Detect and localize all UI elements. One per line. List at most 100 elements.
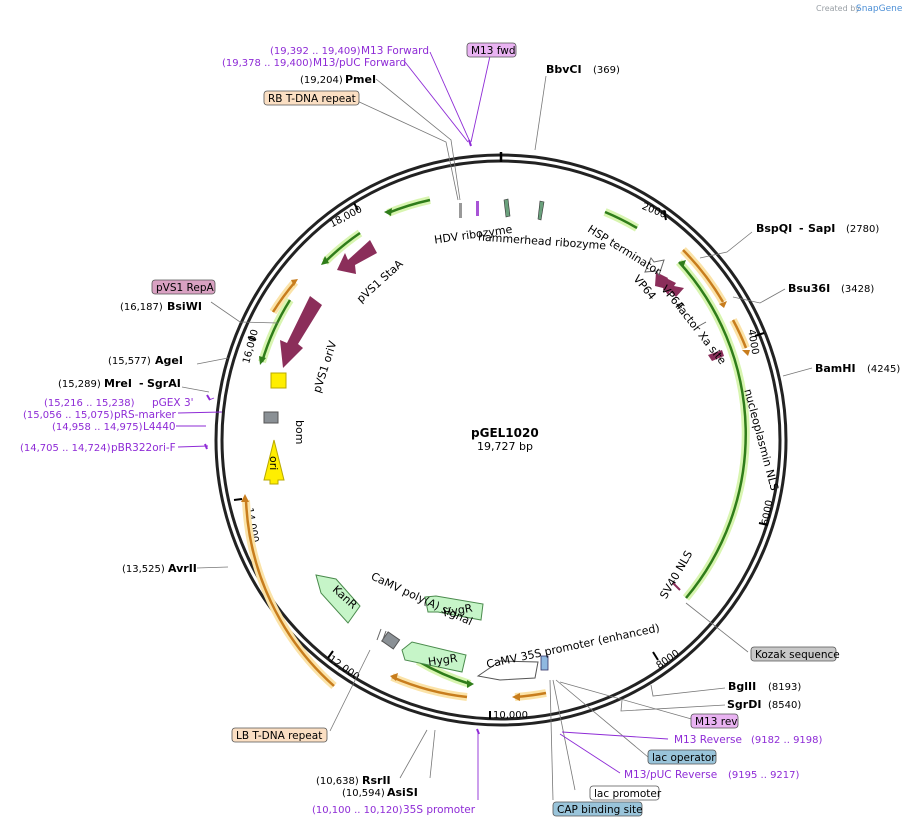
orange-arc-bottom-1-arrowhead bbox=[390, 673, 398, 681]
large-feature-arrowhead[interactable] bbox=[679, 260, 686, 268]
hammerhead-ribozyme-marker-2[interactable] bbox=[537, 200, 545, 221]
pvs1-oriv-arrow[interactable] bbox=[280, 296, 322, 368]
box-kozak[interactable]: Kozak sequence bbox=[750, 646, 840, 662]
primer-m13puc-fwd-pos: (19,378 .. 19,400) bbox=[222, 58, 313, 69]
enzyme-agei-pos: (15,577) bbox=[108, 356, 151, 367]
box-lac-promoter-label: lac promoter bbox=[594, 788, 662, 800]
label-hygr-1: HygR bbox=[442, 602, 474, 620]
enzyme-bspqi-pos: (2780) bbox=[846, 224, 879, 235]
enzyme-avrii-pos: (13,525) bbox=[122, 564, 165, 575]
hdv-ribozyme-marker-2[interactable] bbox=[476, 201, 479, 216]
vp64-arrow-2[interactable] bbox=[663, 278, 684, 297]
kanr-arrow[interactable] bbox=[315, 574, 361, 624]
primer-mark-pgex bbox=[206, 394, 211, 401]
enzyme-sapi[interactable]: SapI bbox=[808, 222, 835, 235]
orange-arc-2[interactable] bbox=[731, 319, 748, 349]
orange-arc-left-long[interactable] bbox=[244, 499, 335, 687]
large-feature-arc bbox=[678, 261, 747, 599]
label-vp64-2: VP64 bbox=[631, 273, 659, 303]
label-bom: bom bbox=[293, 420, 306, 444]
enzyme-bsiwi[interactable]: BsiWI bbox=[167, 300, 202, 313]
box-lac-operator[interactable]: lac operator bbox=[647, 749, 717, 765]
green-arc-bottom-arrowhead bbox=[467, 680, 474, 688]
primer-m13puc-rev[interactable]: M13/pUC Reverse bbox=[624, 769, 717, 781]
nucleoplasmin-nls-marker[interactable] bbox=[708, 350, 724, 361]
hdv-ribozyme-marker-1[interactable] bbox=[459, 203, 462, 218]
green-arc-top-left-arrowhead bbox=[384, 208, 392, 216]
primer-mark-35s bbox=[476, 728, 480, 735]
primer-m13fwd[interactable]: M13 Forward bbox=[361, 45, 429, 57]
box-m13fwd[interactable]: M13 fwd bbox=[466, 42, 517, 58]
green-arc-left-1-arrowhead bbox=[321, 256, 329, 265]
primer-pbr322[interactable]: pBR322ori-F bbox=[111, 442, 176, 454]
primer-m13fwd-pos: (19,392 .. 19,409) bbox=[270, 46, 361, 57]
box-pvs1-repa-label: pVS1 RepA bbox=[156, 282, 214, 294]
enzyme-sgrdi-pos: (8540) bbox=[768, 700, 801, 711]
primer-pgex3-pos: (15,216 .. 15,238) bbox=[44, 398, 135, 409]
enzyme-bglii[interactable]: BglII bbox=[728, 680, 756, 693]
label-camv35s-promoter: CaMV 35S promoter (enhanced) bbox=[485, 621, 661, 670]
primer-l4440[interactable]: L4440 bbox=[143, 421, 176, 433]
enzyme-pmei[interactable]: PmeI bbox=[345, 73, 376, 86]
box-m13fwd-label: M13 fwd bbox=[471, 45, 516, 57]
primer-prs[interactable]: pRS-marker bbox=[114, 409, 177, 421]
primer-35s[interactable]: 35S promoter bbox=[403, 804, 476, 816]
enzyme-bamhi-pos: (4245) bbox=[867, 364, 900, 375]
primer-35s-pos: (10,100 .. 10,120) bbox=[312, 805, 403, 816]
primer-leader-lines bbox=[176, 51, 669, 800]
orange-arc-left-long-arrowhead bbox=[241, 494, 249, 502]
pvs1-staa-arrow[interactable] bbox=[337, 240, 377, 274]
enzyme-bamhi[interactable]: BamHI bbox=[815, 362, 856, 375]
orange-arc-1-arrowhead bbox=[719, 301, 727, 308]
box-cap-site-label: CAP binding site bbox=[557, 804, 643, 816]
bom-marker[interactable] bbox=[263, 411, 279, 424]
box-pvs1-repa[interactable]: pVS1 RepA bbox=[151, 279, 216, 295]
enzyme-bsu36i[interactable]: Bsu36I bbox=[788, 282, 830, 295]
primer-m13puc-fwd[interactable]: M13/pUC Forward bbox=[313, 57, 406, 69]
factor-xa-marker bbox=[696, 321, 707, 328]
orange-arc-bottom-2-arrowhead bbox=[512, 693, 520, 701]
enzyme-bbvci[interactable]: BbvCI bbox=[546, 63, 582, 76]
primer-pgex3[interactable]: pGEX 3' bbox=[152, 397, 194, 409]
enzyme-pmei-pos: (19,204) bbox=[300, 75, 343, 86]
enzyme-asisi[interactable]: AsiSI bbox=[387, 786, 418, 799]
snapgene-logo: SnapGene bbox=[856, 4, 903, 14]
lac-region-marker[interactable] bbox=[540, 655, 549, 671]
sv40-nls-marker[interactable] bbox=[672, 582, 681, 591]
ori-arrow[interactable] bbox=[263, 439, 285, 485]
label-ori: ori bbox=[267, 456, 280, 470]
leader-lines bbox=[181, 75, 813, 801]
box-cap-site[interactable]: CAP binding site bbox=[552, 801, 643, 817]
enzyme-bglii-pos: (8193) bbox=[768, 682, 801, 693]
spacer bbox=[294, 597, 334, 628]
plasmid-size: 19,727 bp bbox=[477, 440, 533, 453]
enzyme-sgrdi[interactable]: SgrDI bbox=[727, 698, 761, 711]
box-m13rev[interactable]: M13 rev bbox=[690, 713, 739, 729]
hygr-arrow-2[interactable] bbox=[401, 641, 467, 673]
primer-m13puc-rev-pos: (9195 .. 9217) bbox=[728, 770, 800, 781]
green-arc-top-right[interactable] bbox=[604, 210, 638, 230]
box-lb-tdna[interactable]: LB T-DNA repeat bbox=[231, 727, 328, 743]
hammerhead-ribozyme-marker-1[interactable] bbox=[503, 198, 511, 218]
enzyme-sgrai[interactable]: SgrAI bbox=[147, 377, 181, 390]
orange-arc-1[interactable] bbox=[682, 249, 725, 303]
box-lac-promoter[interactable]: lac promoter bbox=[589, 785, 662, 801]
camv-polya-marker[interactable] bbox=[381, 631, 401, 650]
enzyme-agei[interactable]: AgeI bbox=[155, 354, 183, 367]
hsp-terminator-arrow[interactable] bbox=[644, 257, 665, 277]
primer-l4440-pos: (14,958 .. 14,975) bbox=[52, 422, 143, 433]
primer-m13rev-pos: (9182 .. 9198) bbox=[751, 735, 823, 746]
enzyme-mrei[interactable]: MreI bbox=[104, 377, 132, 390]
primer-mark-pbr bbox=[204, 443, 208, 450]
enzyme-bspqi[interactable]: BspQI bbox=[756, 222, 792, 235]
yellow-feature-box[interactable] bbox=[270, 372, 287, 389]
primer-m13rev[interactable]: M13 Reverse bbox=[674, 734, 742, 746]
green-arc-left-2-arrowhead bbox=[259, 356, 266, 365]
polya-tick-2 bbox=[381, 630, 387, 643]
box-rb-tdna[interactable]: RB T-DNA repeat bbox=[263, 90, 360, 106]
enzyme-rsrii[interactable]: RsrII bbox=[362, 774, 391, 787]
enzyme-avrii[interactable]: AvrII bbox=[168, 562, 197, 575]
camv35s-promoter-arrow[interactable] bbox=[476, 660, 539, 681]
primer-pbr322-pos: (14,705 .. 14,724) bbox=[20, 443, 111, 454]
hygr-arrow-1[interactable] bbox=[424, 595, 484, 621]
